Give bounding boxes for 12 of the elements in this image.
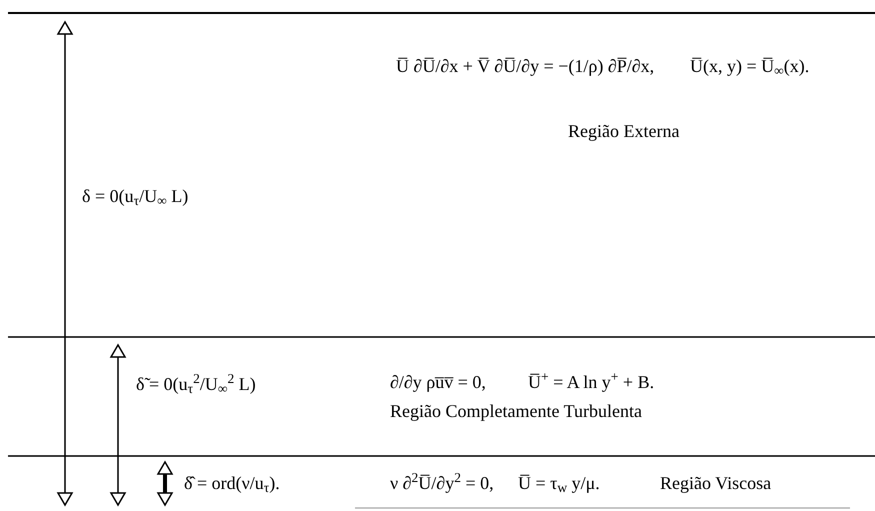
equation: U̅$^{+}$ = A ln y$^{+}$ + B. <box>528 371 654 393</box>
region-label: Região Completamente Turbulenta <box>390 400 642 422</box>
thickness-formula: δ̂ = ord(ν/u$_{τ}$). <box>184 472 280 494</box>
thickness-formula: δ = 0(u$_{τ}$/U$_{∞}$ L) <box>82 185 188 207</box>
equation: U̅(x, y) = U̅$_{∞}$(x). <box>690 55 810 77</box>
thickness-formula: δ̃ = 0(u$_{τ}$$^{2}$/U$_{∞}$$^{2}$ L) <box>136 373 256 395</box>
region-label: Região Viscosa <box>660 472 772 494</box>
equation: U̅ ∂U̅/∂x + V̅ ∂U̅/∂y = −(1/ρ) ∂P̅/∂x, <box>396 55 654 77</box>
region-label: Região Externa <box>568 120 680 142</box>
equation: U̅ = τ$_{w}$ y/μ. <box>518 472 600 494</box>
equation: ν ∂$^{2}$U̅/∂y$^{2}$ = 0, <box>390 472 494 494</box>
equation: ∂/∂y ρu̅v̅ = 0, <box>390 371 486 393</box>
